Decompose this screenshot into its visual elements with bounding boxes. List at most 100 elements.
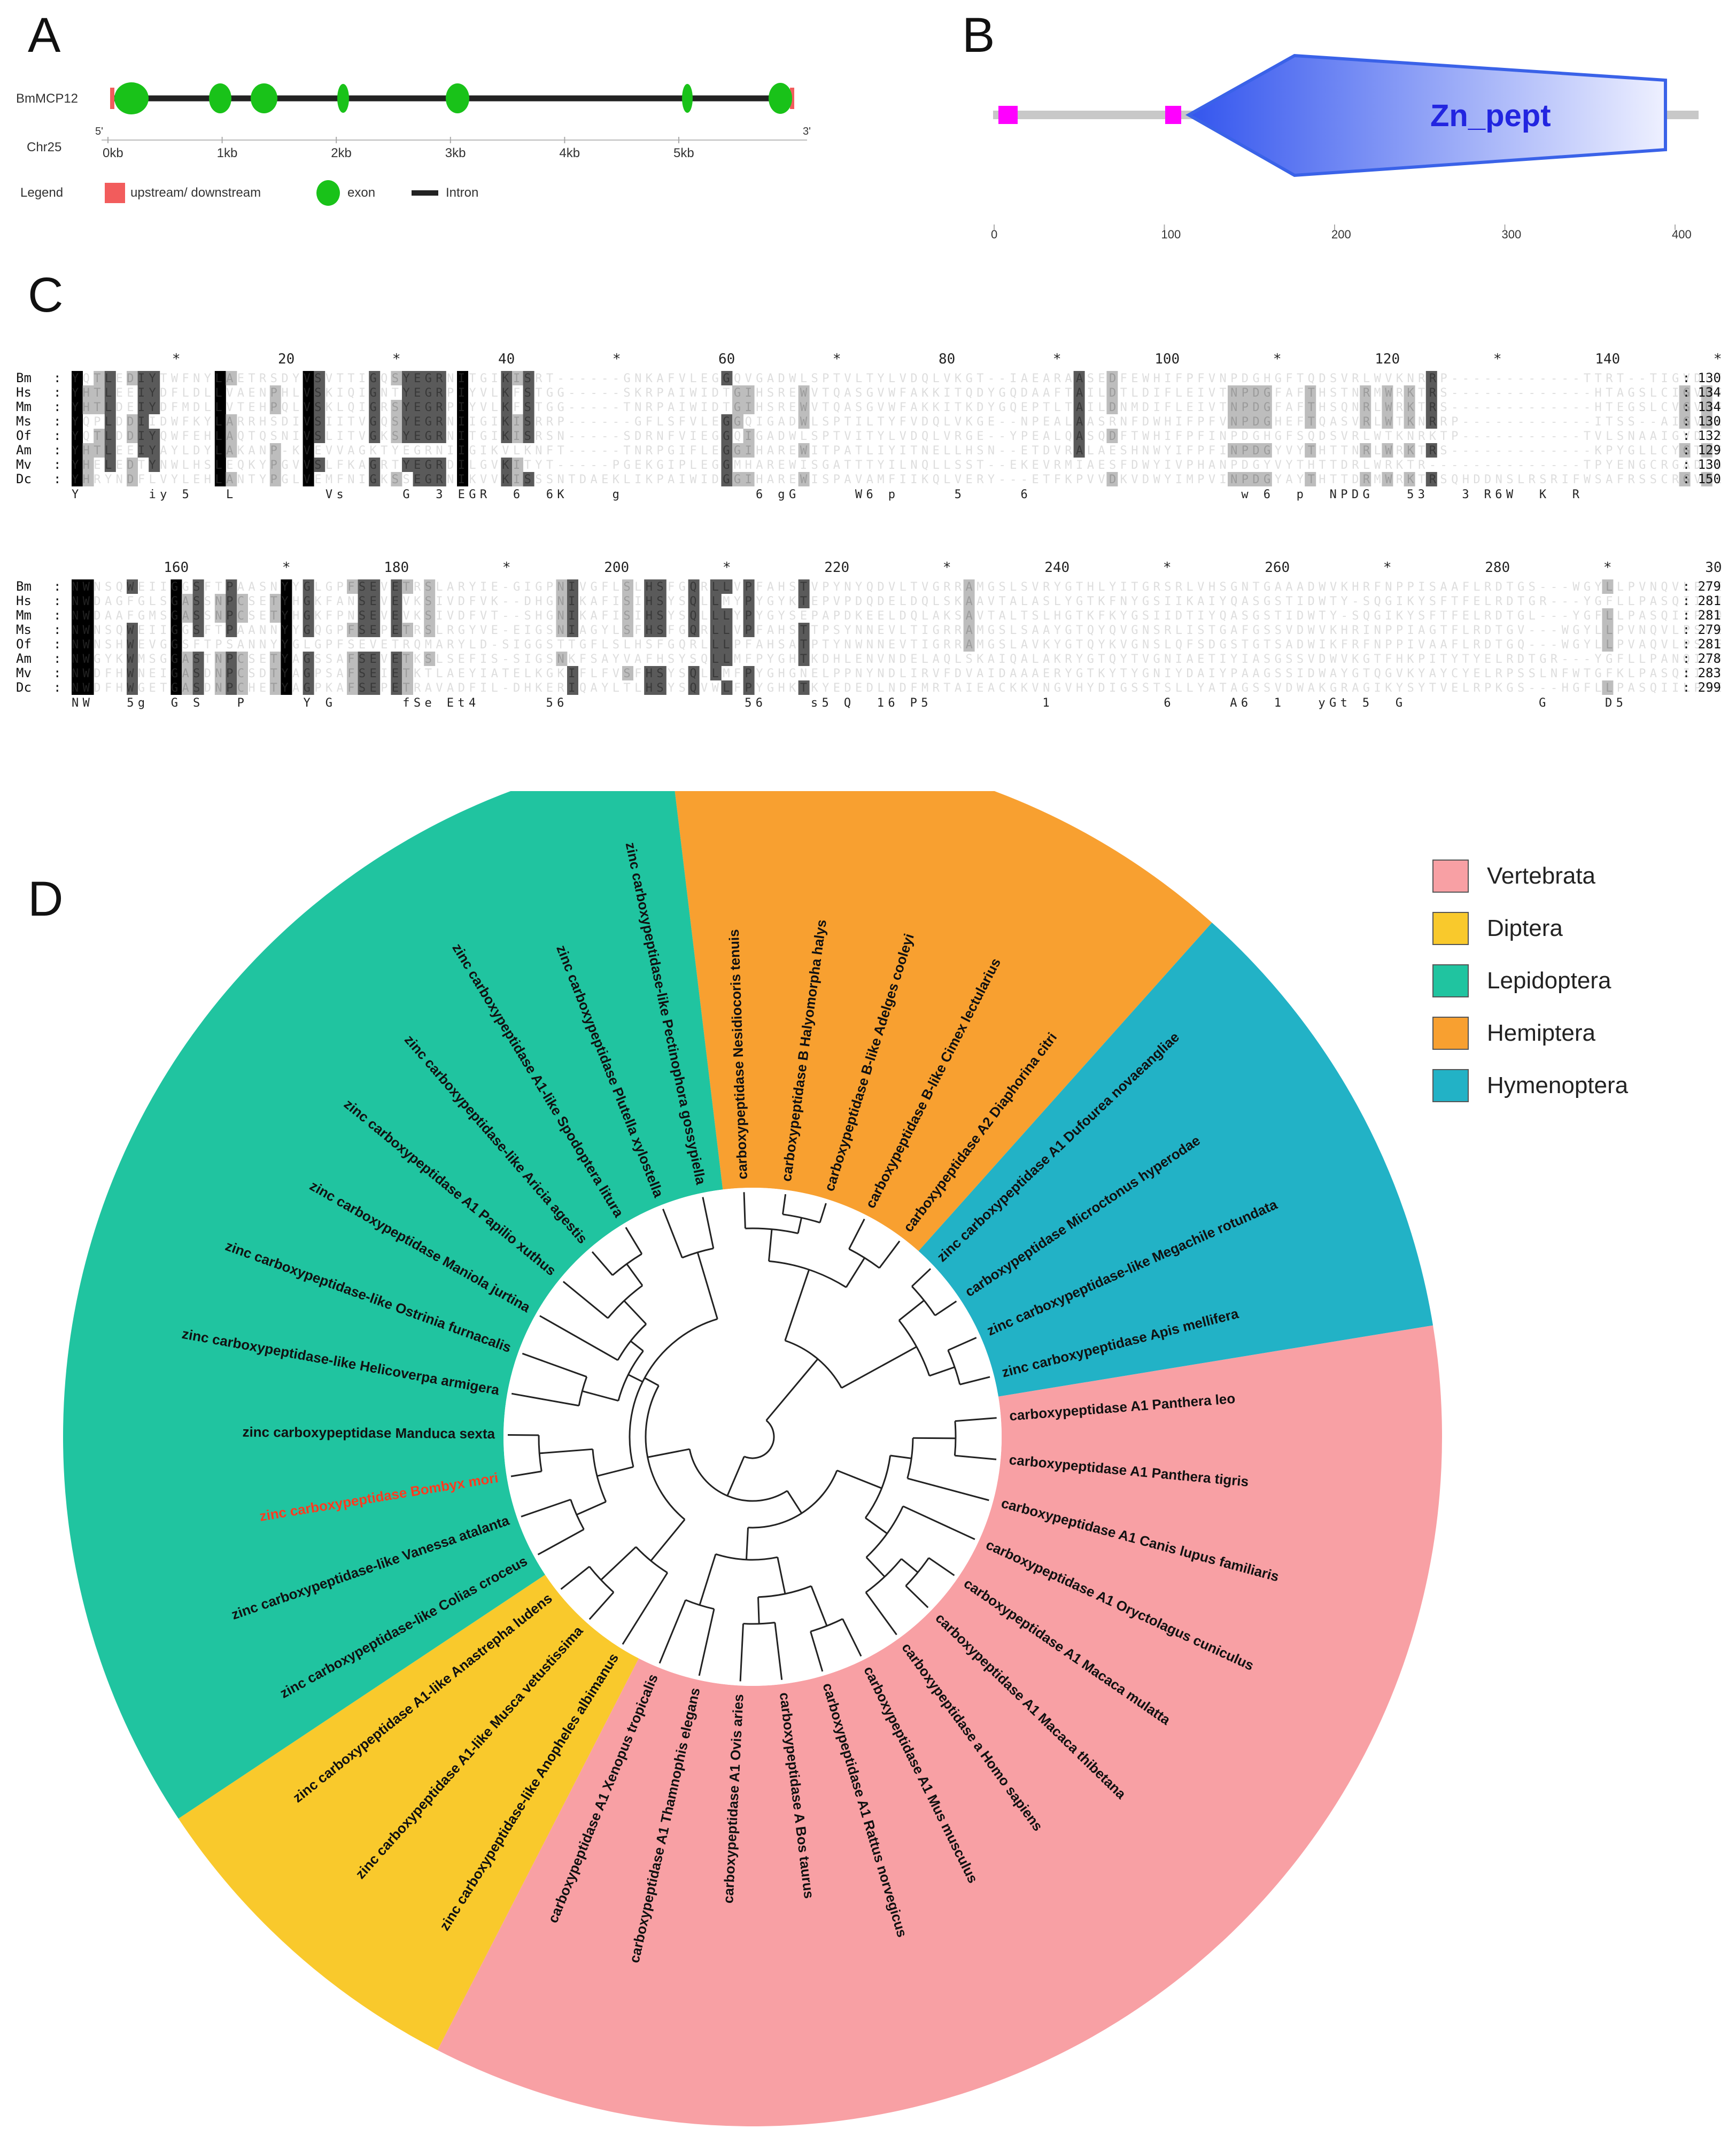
conservation-shade [721,371,733,385]
conservation-shade [170,652,182,666]
conservation-shade [214,652,226,666]
conservation-shade [721,608,733,623]
conservation-shade [1250,443,1261,458]
conservation-shade [1602,579,1614,594]
conservation-shade [424,623,436,637]
conservation-shade [170,579,182,594]
conservation-shade [391,414,402,429]
tree-branch [934,1301,957,1317]
conservation-shade [1106,400,1118,414]
sequence-end-position: : 129 [1683,443,1721,458]
sequence-end-position: : 130 [1683,457,1721,472]
conservation-shade [963,608,975,623]
conservation-shade [1073,400,1085,414]
conservation-shade [1260,385,1272,400]
conservation-shade [556,623,568,637]
sequence-end-position: : 134 [1683,385,1721,400]
conservation-shade [104,429,116,443]
conservation-shade [1701,400,1712,414]
upstream-box [110,88,114,109]
clade-sector-hemiptera [675,791,1212,1251]
tree-branch [955,1454,997,1460]
tree-branch [777,1557,786,1594]
conservation-shade [281,652,292,666]
conservation-shade [358,608,369,623]
tree-branch [696,1252,718,1320]
sequence-colon: : [53,370,61,385]
five-prime-label: 5' [95,126,103,137]
alignment-block-block2: 160*180*200*220*240*260*280*300Bm:NWNSQW… [16,560,1721,710]
conservation-shade [269,680,281,695]
conservation-shade [512,414,523,429]
conservation-shade [391,400,402,414]
conservation-shade [688,608,700,623]
conservation-shade [347,680,358,695]
sequence-text: NWNSQWEIIGGSFTPAASNYYGLGPFSEVETRSLARYIE-… [72,580,1721,594]
ruler-mark: 80 [939,353,955,367]
conservation-shade [1238,472,1250,486]
conservation-shade [1679,472,1691,486]
alignment-block-block1: *20*40*60*80*100*120*140*Bm:YQTLEDIYTWFN… [16,353,1721,501]
exon-4 [337,84,349,113]
conservation-shade [1238,385,1250,400]
conservation-shade [72,680,83,695]
sequence-name: Hs [16,593,32,608]
conservation-shade [721,652,733,666]
conservation-shade [457,371,468,385]
sequence-colon: : [53,579,61,594]
tree-branch [810,1585,828,1627]
conservation-shade [72,429,83,443]
tree-branch [782,1194,787,1215]
sequence-name: Of [16,637,32,652]
conservation-shade [798,637,810,652]
tree-branch [765,1358,819,1421]
conservation-shade [1701,472,1712,486]
conservation-shade [501,458,513,472]
conservation-shade [424,579,436,594]
tree-branch [539,1448,593,1454]
sequence-text: NWDFHWGETGASDNPCHETYAGPKAFSEPETRAVADFIL-… [72,682,1721,695]
conservation-shade [192,680,204,695]
conservation-shade [72,385,83,400]
conservation-shade [303,666,314,680]
conservation-shade [1106,472,1118,486]
legend-item-hemiptera: Hemiptera [1432,1007,1710,1059]
tree-branch [600,1546,637,1581]
tree-branch [658,1599,687,1664]
sequence-colon: : [53,608,61,623]
conservation-shade [237,608,248,623]
ruler-mark: 280 [1485,560,1510,576]
ruler-mark: * [282,560,291,576]
conservation-shade [523,371,534,385]
tree-branch [842,1618,862,1657]
conservation-shade [798,680,810,695]
conservation-shade [347,623,358,637]
conservation-shade [72,458,83,472]
conservation-shade [149,385,160,400]
tree-branch [591,1251,614,1276]
legend-item-vertebrata: Vertebrata [1432,850,1710,902]
tree-branch [627,1374,643,1383]
conservation-shade [743,400,755,414]
conservation-shade [1250,400,1261,414]
sequence-text: NWDFHWNEIGASDNPCSDTYAGPSAFSEIETKTLAEYIAT… [72,667,1721,680]
tree-branch [625,1227,643,1255]
conservation-shade [1679,400,1691,414]
conservation-shade [391,472,402,486]
conservation-shade [413,385,424,400]
tree-branch [959,1376,990,1385]
conservation-shade [226,680,237,695]
legend-item-lepidoptera: Lepidoptera [1432,955,1710,1007]
conservation-shade [303,414,314,429]
tree-branch [644,1377,660,1387]
ruler-mark: 260 [1265,560,1290,576]
ruler-mark: * [613,353,621,367]
panel-letter-c: C [28,268,64,322]
tree-arc [688,1449,788,1502]
conservation-shade [1360,414,1371,429]
conservation-shade [281,637,292,652]
conservation-shade [710,623,722,637]
sequence-text: YHTLDEIYDFMDLLVTEHPQLVSKLQIGRSYEGRPIYVLK… [72,401,1721,414]
conservation-shade [402,652,413,666]
conservation-shade [501,414,513,429]
